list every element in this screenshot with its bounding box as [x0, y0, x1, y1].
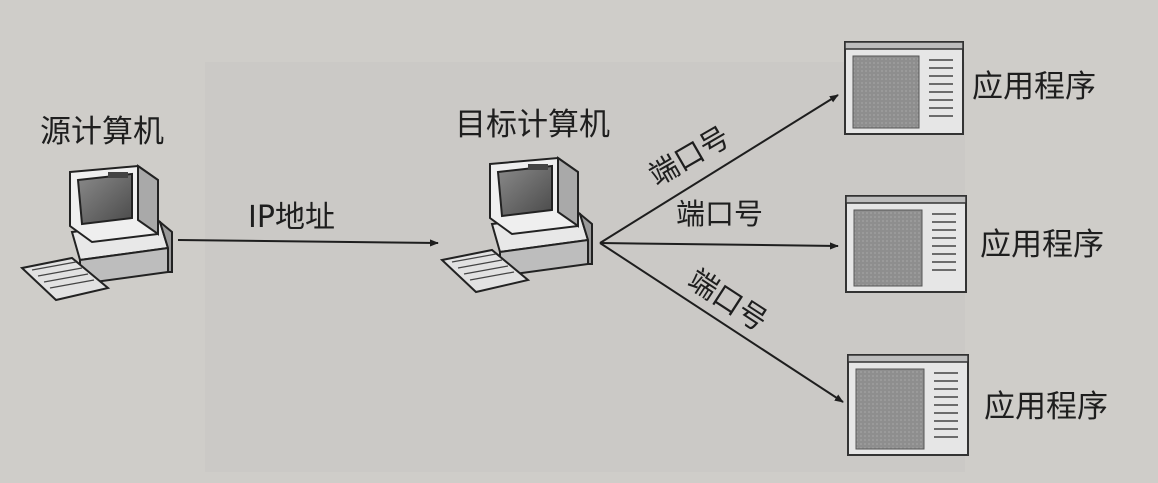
app-window-icon-3 [847, 354, 969, 456]
port-arrow-1 [599, 94, 839, 244]
app-label-1: 应用程序 [972, 69, 1096, 105]
app-window-icon-2 [845, 195, 967, 293]
app-window-icon-1 [844, 41, 964, 135]
source-computer-icon [19, 164, 173, 302]
port-arrow-2 [599, 242, 839, 250]
target-computer-label: 目标计算机 [455, 107, 610, 143]
target-computer-icon [439, 156, 593, 294]
app-label-2: 应用程序 [980, 227, 1104, 263]
app-label-3: 应用程序 [984, 389, 1108, 425]
port-arrow-3 [599, 242, 844, 403]
ip-arrow [177, 239, 439, 247]
background-panel [205, 62, 965, 472]
ip-address-label: IP地址 [248, 200, 335, 235]
source-computer-label: 源计算机 [40, 114, 164, 150]
port-label-2: 端口号 [676, 197, 764, 231]
